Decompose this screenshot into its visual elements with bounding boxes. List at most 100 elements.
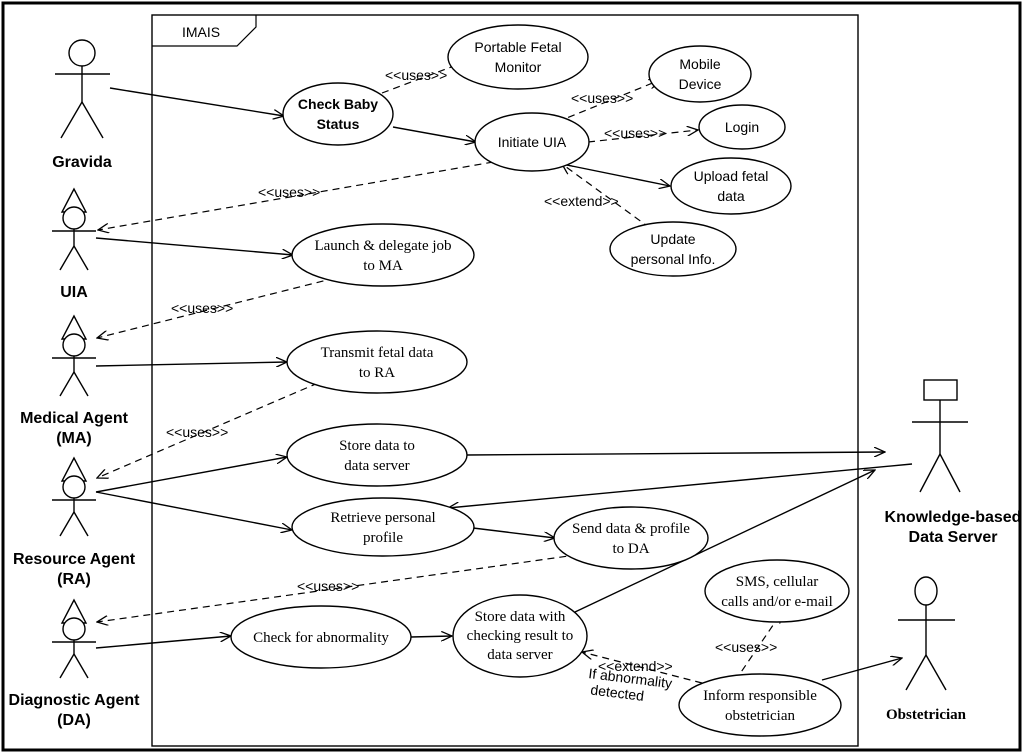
use-case-check-abnormality: Check for abnormality [230, 605, 412, 669]
svg-text:Update: Update [650, 231, 695, 247]
uses-inform-sms [734, 612, 782, 682]
actor-label: Knowledge-based [885, 509, 1022, 526]
svg-text:Monitor: Monitor [495, 59, 542, 75]
assoc-ra-retrieve [95, 491, 292, 530]
uses-label: <<uses>> [571, 90, 633, 106]
actor-label: (RA) [57, 571, 91, 588]
system-boundary: IMAIS [151, 14, 859, 747]
assoc-initiate-upload [561, 163, 670, 186]
actor-uia: UIA [52, 187, 96, 301]
uses-label: <<uses>> [385, 67, 447, 83]
assoc-kbs-retrieve [448, 463, 913, 508]
actor-label: Obstetrician [886, 707, 967, 723]
svg-text:personal Info.: personal Info. [631, 251, 716, 267]
svg-text:Mobile: Mobile [679, 56, 720, 72]
assoc-storeresult-kbs [574, 470, 875, 613]
assoc-gravida-checkbaby [109, 87, 284, 116]
svg-text:to DA: to DA [612, 541, 649, 557]
actor-label: Diagnostic Agent [9, 692, 141, 709]
svg-text:Send data & profile: Send data & profile [572, 521, 690, 537]
assoc-retrieve-send [472, 527, 555, 538]
uses-label: <<uses>> [297, 578, 359, 594]
svg-text:Login: Login [725, 119, 759, 135]
assoc-ra-store [95, 457, 287, 493]
uses-label: <<uses>> [171, 300, 233, 316]
actor-gravida: Gravida [52, 39, 112, 171]
assoc-da-check [95, 636, 231, 649]
svg-text:Launch & delegate job: Launch & delegate job [314, 238, 451, 254]
assoc-ma-transmit [95, 362, 287, 366]
svg-text:to MA: to MA [363, 258, 403, 274]
uses-initiate-login [587, 130, 698, 143]
actor-medical-agent: Medical Agent (MA) [20, 314, 129, 447]
actor-label: Data Server [909, 529, 998, 546]
use-case-transmit-fetal-data: Transmit fetal data to RA [286, 330, 468, 394]
svg-text:Upload fetal: Upload fetal [694, 168, 769, 184]
actor-obstetrician: Obstetrician [886, 576, 967, 723]
svg-text:Store data to: Store data to [339, 438, 415, 454]
assoc-store-kbs [466, 452, 885, 455]
use-case-upload-fetal-data: Upload fetal data [670, 157, 792, 215]
uses-label: <<uses>> [715, 639, 777, 655]
use-case-sms-calls-email: SMS, cellular calls and/or e-mail [704, 559, 850, 623]
assoc-inform-obstetrician [821, 658, 902, 681]
use-case-initiate-uia: Initiate UIA [474, 112, 590, 172]
assoc-check-store [410, 636, 452, 637]
actor-label: Medical Agent [20, 410, 129, 427]
uses-label: <<uses>> [604, 125, 666, 141]
actor-label: UIA [60, 284, 88, 301]
svg-text:data: data [717, 188, 744, 204]
svg-text:Inform responsible: Inform responsible [703, 688, 817, 704]
connectors [95, 60, 913, 684]
svg-text:Store data with: Store data with [475, 609, 566, 625]
extend-label: <<extend>> [598, 658, 673, 674]
use-case-store-with-result: Store data with checking result to data … [452, 594, 588, 678]
svg-text:calls and/or e-mail: calls and/or e-mail [721, 594, 833, 610]
svg-text:Initiate UIA: Initiate UIA [498, 134, 567, 150]
svg-text:obstetrician: obstetrician [725, 708, 795, 724]
svg-text:SMS, cellular: SMS, cellular [736, 574, 819, 590]
extend-update-initiate [562, 164, 651, 229]
uses-launch-ma [97, 277, 336, 338]
svg-text:Check Baby: Check Baby [298, 96, 378, 112]
uses-send-da [97, 552, 591, 622]
use-case-retrieve-profile: Retrieve personal profile [291, 497, 475, 557]
uses-initiate-mobile [556, 80, 660, 123]
use-case-inform-obstetrician: Inform responsible obstetrician [678, 673, 842, 737]
svg-text:data server: data server [487, 647, 552, 663]
use-case-store-data: Store data to data server [286, 423, 468, 487]
actor-knowledge-based-data-server: Knowledge-based Data Server [885, 379, 1022, 546]
use-case-login: Login [698, 104, 786, 150]
svg-text:Transmit fetal data: Transmit fetal data [321, 345, 434, 361]
extend-inform-store [582, 652, 703, 684]
use-case-update-personal-info: Update personal Info. [609, 221, 737, 277]
actor-diagnostic-agent: Diagnostic Agent (DA) [9, 598, 141, 729]
use-case-portable-fetal-monitor: Portable Fetal Monitor [447, 24, 589, 90]
condition-label: If abnormality detected [588, 665, 673, 704]
actor-label: Gravida [52, 154, 112, 171]
actor-label: Resource Agent [13, 551, 136, 568]
use-case-send-data-profile: Send data & profile to DA [553, 506, 709, 570]
actor-label: (DA) [57, 712, 91, 729]
use-case-launch-delegate: Launch & delegate job to MA [291, 223, 475, 287]
assoc-uia-launch [95, 237, 293, 255]
svg-text:checking result to: checking result to [467, 628, 574, 644]
use-case-mobile-device: Mobile Device [648, 45, 752, 103]
uses-label: <<uses>> [166, 424, 228, 440]
extend-label: <<extend>> [544, 193, 619, 209]
svg-text:to RA: to RA [359, 365, 395, 381]
system-name: IMAIS [182, 24, 220, 40]
use-case-check-baby-status: Check Baby Status [282, 82, 394, 146]
svg-text:Status: Status [317, 116, 360, 132]
svg-text:profile: profile [363, 530, 403, 546]
uses-initiate-uia [98, 159, 506, 230]
svg-text:Portable Fetal: Portable Fetal [474, 39, 561, 55]
assoc-checkbaby-initiate [392, 126, 476, 142]
relation-labels: <<uses>> <<uses>> <<uses>> <<extend>> <<… [166, 67, 777, 704]
uses-label: <<uses>> [258, 184, 320, 200]
uses-transmit-ra [97, 382, 319, 478]
svg-text:detected: detected [590, 681, 645, 703]
actor-label: (MA) [56, 430, 92, 447]
